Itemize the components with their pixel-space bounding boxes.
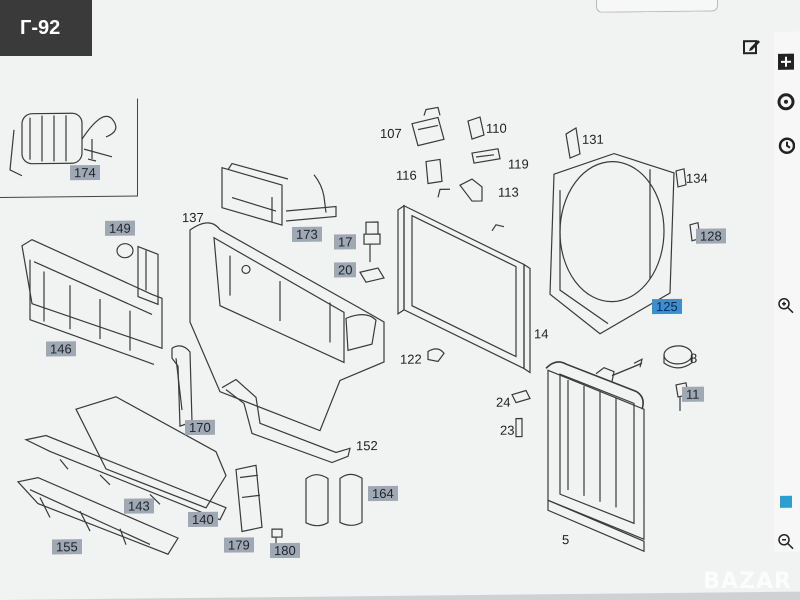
part-label-152[interactable]: 152 — [356, 438, 378, 454]
part-label-128[interactable]: 128 — [696, 228, 726, 244]
part-label-8[interactable]: 8 — [690, 350, 698, 366]
history-icon[interactable] — [776, 136, 796, 156]
radiator-14-drawing — [397, 188, 531, 374]
part-label-20[interactable]: 20 — [334, 262, 357, 278]
part-label-14[interactable]: 14 — [534, 326, 549, 342]
part-label-174[interactable]: 174 — [70, 164, 100, 181]
part-label-170[interactable]: 170 — [185, 419, 215, 436]
listing-badge: Г-92 — [0, 0, 92, 56]
part-24-drawing — [511, 389, 531, 438]
part-label-11[interactable]: 11 — [682, 386, 704, 402]
part-label-140[interactable]: 140 — [188, 511, 218, 528]
part-143-drawing — [16, 396, 227, 555]
part-label-179[interactable]: 179 — [224, 537, 254, 553]
part-label-122[interactable]: 122 — [400, 351, 422, 367]
settings-icon[interactable] — [776, 92, 796, 112]
edit-icon[interactable] — [742, 36, 762, 56]
part-179-drawing — [235, 464, 283, 550]
part-label-17[interactable]: 17 — [334, 234, 357, 250]
part-label-134[interactable]: 134 — [686, 170, 708, 186]
part-label-113[interactable]: 113 — [498, 184, 519, 200]
right-toolbar — [774, 31, 800, 552]
part-label-143[interactable]: 143 — [124, 498, 154, 514]
part-label-180[interactable]: 180 — [270, 542, 300, 559]
fan-shroud-125-drawing — [549, 126, 701, 335]
clip-group-drawing — [411, 106, 501, 202]
part-152-drawing — [221, 378, 351, 464]
add-page-icon[interactable] — [776, 52, 796, 72]
part-label-137[interactable]: 137 — [182, 209, 204, 226]
part-label-155[interactable]: 155 — [52, 539, 82, 555]
part-label-116[interactable]: 116 — [396, 167, 417, 183]
part-17-drawing — [359, 221, 385, 283]
part-label-131[interactable]: 131 — [582, 131, 604, 147]
part-label-23[interactable]: 23 — [500, 422, 515, 438]
part-label-5[interactable]: 5 — [562, 532, 570, 548]
zoom-out-icon[interactable] — [776, 532, 796, 552]
part-146-drawing — [21, 238, 163, 365]
radiator-5-drawing — [545, 358, 645, 553]
part-164-drawing — [305, 473, 363, 527]
part-label-107[interactable]: 107 — [380, 125, 402, 142]
part-170-drawing — [171, 345, 193, 427]
color-swatch[interactable] — [780, 495, 792, 508]
part-label-146[interactable]: 146 — [46, 341, 76, 357]
zoom-in-icon[interactable] — [776, 296, 796, 316]
part-label-125[interactable]: 125 — [652, 298, 682, 315]
part-137-drawing — [189, 222, 385, 432]
watermark-logo: BAZAR — [703, 569, 792, 594]
part-label-24[interactable]: 24 — [496, 394, 511, 410]
part-label-149[interactable]: 149 — [105, 220, 135, 236]
part-173-drawing — [221, 162, 337, 226]
part-label-164[interactable]: 164 — [368, 485, 398, 502]
part-label-119[interactable]: 119 — [508, 156, 529, 172]
part-label-110[interactable]: 110 — [486, 120, 507, 136]
part-label-173[interactable]: 173 — [292, 226, 322, 242]
part-174-drawing — [9, 112, 117, 177]
